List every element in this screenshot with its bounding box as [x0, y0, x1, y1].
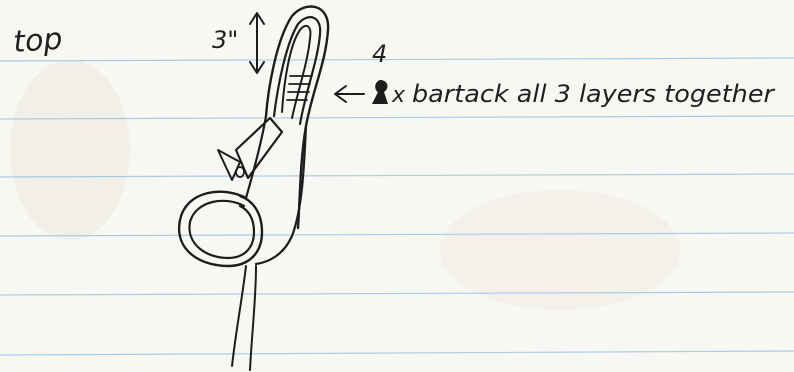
top-label: top — [12, 22, 63, 60]
rule-line — [0, 58, 794, 61]
strap-loop-sketch — [179, 7, 328, 370]
bartack-symbol-icon — [372, 80, 388, 104]
multiplier-label: x — [391, 83, 406, 108]
rule-line — [0, 292, 794, 295]
rule-line — [0, 351, 794, 355]
count-label: 4 — [372, 40, 387, 68]
instruction-label: bartack all 3 layers together — [412, 80, 776, 108]
pointer-arrow — [335, 86, 364, 102]
dimension-arrow — [250, 13, 264, 73]
loop-length-label: 3" — [212, 26, 238, 54]
paper-stain — [10, 60, 130, 240]
